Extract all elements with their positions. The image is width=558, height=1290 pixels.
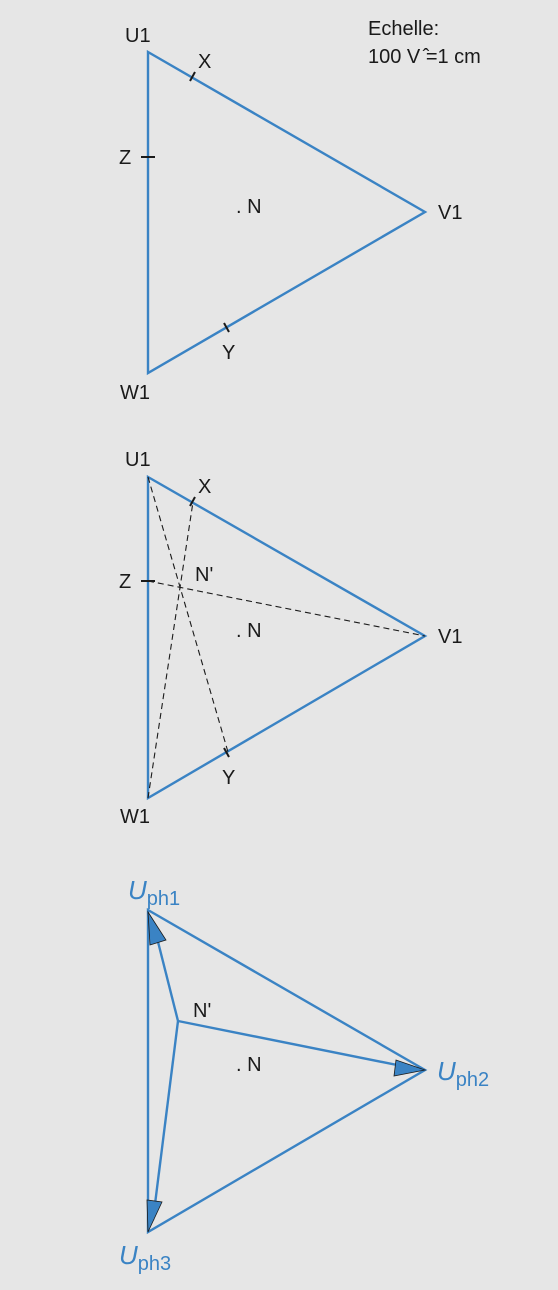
label-n-prime: N' (193, 1000, 211, 1022)
label-x: X (198, 51, 211, 73)
arrowhead-uph3 (146, 1199, 163, 1233)
arrowhead-uph2 (393, 1059, 427, 1077)
label-n: . N (236, 1054, 262, 1076)
label-n: . N (236, 620, 262, 642)
label-n-prime: N' (195, 564, 213, 586)
tick-x-2 (189, 496, 196, 507)
label-v1: V1 (438, 202, 462, 224)
phasor-uph2 (177, 1019, 413, 1070)
triangle-2 (146, 474, 428, 801)
label-uph1: Uph1 (128, 875, 180, 910)
tick-y-2 (223, 747, 230, 758)
dashed-line-u1-y (147, 476, 229, 753)
label-u1: U1 (125, 449, 151, 471)
label-uph2: Uph2 (437, 1056, 489, 1091)
label-w1: W1 (120, 382, 150, 404)
diagram-2: U1 V1 W1 X Y Z . N N' (119, 449, 462, 828)
label-w1: W1 (120, 806, 150, 828)
label-y: Y (222, 767, 235, 789)
scale-label: Echelle: (368, 18, 439, 40)
triangle-3 (146, 907, 428, 1235)
tick-y-1 (223, 322, 230, 333)
label-uph3: Uph3 (119, 1240, 171, 1275)
label-n: . N (236, 196, 262, 218)
dashed-line-z-v1 (147, 580, 426, 637)
label-v1: V1 (438, 626, 462, 648)
label-z: Z (119, 147, 131, 169)
diagram-1: U1 V1 W1 X Y Z . N (119, 25, 462, 404)
phasor-uph3 (151, 1020, 180, 1221)
dashed-line-w1-x (147, 501, 194, 799)
label-u1: U1 (125, 25, 151, 47)
label-z: Z (119, 571, 131, 593)
triangle-1 (146, 49, 428, 376)
diagram-3: Uph1 Uph2 Uph3 N' . N (119, 875, 489, 1275)
label-x: X (198, 476, 211, 498)
scale-value: 100 V ̂=1 cm (368, 46, 481, 68)
tick-x-1 (189, 71, 196, 82)
arrowhead-uph1 (147, 910, 167, 946)
label-y: Y (222, 342, 235, 364)
